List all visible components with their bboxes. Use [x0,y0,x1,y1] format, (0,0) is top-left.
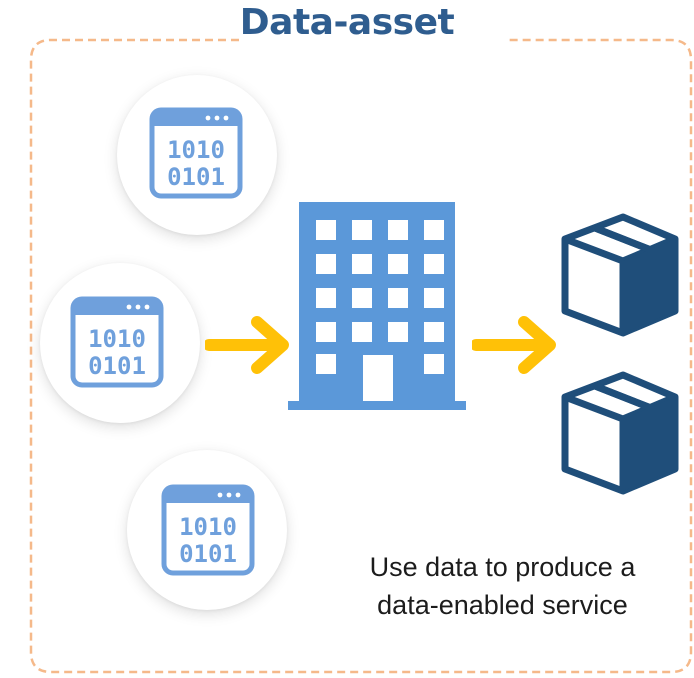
binary-row-1: 1010 [167,136,225,164]
data-file-icon: 1010 0101 [161,484,255,576]
package-icon [561,213,679,337]
binary-row-1: 1010 [179,513,237,541]
building-icon [288,202,466,410]
data-source-circle-3: 1010 0101 [127,450,287,610]
service-caption: Use data to produce a data-enabled servi… [330,548,675,624]
data-source-circle-2: 1010 0101 [40,263,200,423]
binary-row-2: 0101 [179,540,237,568]
caption-line-1: Use data to produce a [369,552,636,582]
data-asset-frame [29,38,693,674]
binary-row-2: 0101 [88,352,146,380]
data-source-circle-1: 1010 0101 [117,75,277,235]
data-file-icon: 1010 0101 [149,107,243,199]
page-title: Data-asset [239,2,455,43]
arrow-right-icon [205,316,289,374]
binary-row-1: 1010 [88,325,146,353]
frame-border [29,38,693,674]
arrow-right-icon [472,316,556,374]
data-file-icon: 1010 0101 [70,296,164,388]
binary-row-2: 0101 [167,163,225,191]
caption-line-2: data-enabled service [377,590,628,620]
package-icon [561,371,679,495]
